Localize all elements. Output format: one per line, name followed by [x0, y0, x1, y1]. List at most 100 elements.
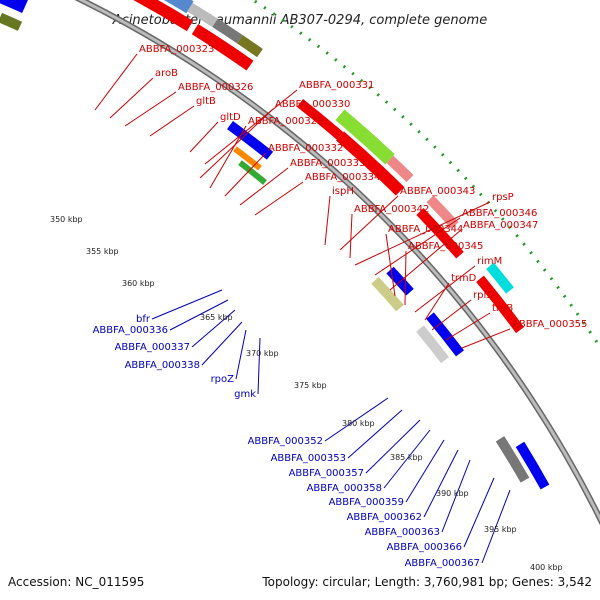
leader-line [151, 289, 223, 320]
cds-reverse [0, 0, 28, 13]
genome-summary-text: Topology: circular; Length: 3,760,981 bp… [261, 575, 592, 589]
gene-label: ispH [332, 186, 354, 197]
leader-line [441, 459, 471, 533]
gene-label: truB [492, 303, 513, 314]
gene-features [0, 0, 550, 490]
cds-reverse [515, 441, 550, 490]
gene-label: gltB [196, 96, 216, 107]
scale-label: 370 kbp [246, 349, 279, 358]
feature-gray-dark [212, 18, 243, 44]
scale-label: 360 kbp [122, 279, 155, 288]
scale-label: 375 kbp [294, 381, 327, 390]
gene-label: ABBFA_000336 [93, 325, 168, 336]
feature-green-inner [238, 160, 267, 185]
leader-line [404, 250, 407, 306]
leader-line [383, 429, 431, 489]
cds-forward [191, 24, 254, 71]
scale-label: 390 kbp [436, 489, 469, 498]
gene-label: ABBFA_000355 [512, 319, 587, 330]
gene-label: rpsP [492, 192, 514, 203]
feature-gray-inner [416, 325, 449, 364]
gene-label: ABBFA_000345 [408, 241, 483, 252]
leader-line [354, 201, 491, 266]
gene-label: ABBFA_000329 [248, 116, 323, 127]
leader-line [481, 489, 511, 564]
leader-line [463, 477, 495, 548]
gene-label: ABBFA_000367 [405, 558, 480, 569]
gene-label: ABBFA_000352 [248, 436, 323, 447]
gene-label: bfr [136, 314, 151, 325]
leader-line [347, 409, 403, 459]
scale-label: 395 kbp [484, 525, 517, 534]
leader-line [169, 299, 229, 331]
leader-line [94, 53, 138, 111]
scale-label: 380 kbp [342, 419, 375, 428]
gene-label: ABBFA_000343 [400, 186, 475, 197]
scale-labels: 350 kbp 355 kbp 360 kbp 365 kbp 370 kbp 375 k… [50, 215, 563, 572]
gene-label: rpoZ [211, 374, 235, 385]
leader-line [204, 89, 298, 165]
cds-forward [133, 0, 194, 32]
feature-blue [163, 0, 194, 14]
leader-line [349, 213, 353, 259]
scale-label: 385 kbp [390, 453, 423, 462]
gene-label: ABBFA_000333 [290, 158, 365, 169]
cds-forward [476, 275, 525, 334]
leader-line [461, 328, 511, 349]
gene-label: ABBFA_000346 [462, 208, 537, 219]
gene-label: ABBFA_000342 [354, 204, 429, 215]
feature-orange [233, 146, 262, 171]
gene-label: rimM [477, 256, 502, 267]
cds-forward [336, 131, 405, 196]
leader-line [324, 397, 389, 442]
leader-line [109, 77, 154, 119]
gene-label: gmk [234, 389, 256, 400]
gene-label: trmD [451, 273, 477, 284]
feature-gray-dark-inner [495, 436, 530, 483]
gene-label: ABBFA_000359 [329, 497, 404, 508]
cds-reverse [227, 121, 274, 160]
leader-line [365, 419, 421, 474]
leader-line [424, 282, 450, 321]
ring-outer [250, 0, 600, 350]
leader-line [431, 299, 472, 331]
leader-line [385, 233, 396, 297]
leader-line [124, 91, 177, 127]
feature-green [335, 109, 395, 165]
leader-line [189, 121, 219, 153]
leader-line [324, 195, 331, 246]
scale-label: 350 kbp [50, 215, 83, 224]
gene-label: ABBFA_000338 [125, 360, 200, 371]
feature-olive-inner [0, 12, 23, 31]
gene-label: rplS [473, 290, 493, 301]
leader-line [257, 337, 261, 395]
cds-reverse [426, 312, 464, 357]
leader-line [239, 167, 289, 206]
leader-line [374, 217, 461, 276]
dotted-rings [250, 0, 600, 350]
leader-line [201, 321, 243, 366]
feature-khaki [371, 276, 404, 312]
leader-line [209, 125, 247, 189]
leader-line [389, 229, 462, 291]
gene-labels: ABBFA_000323aroBABBFA_000326gltBgltDABBF… [93, 44, 588, 569]
gene-label: ABBFA_000358 [307, 483, 382, 494]
gene-label: ABBFA_000344 [388, 224, 463, 235]
scale-label: 355 kbp [86, 247, 119, 256]
gene-label: ABBFA_000330 [275, 99, 350, 110]
leader-line [339, 195, 399, 251]
label-leader-lines [94, 53, 511, 564]
gene-label: gltD [220, 112, 241, 123]
leader-line [224, 152, 267, 197]
gene-label: ABBFA_000337 [115, 342, 190, 353]
scale-label: 365 kbp [200, 313, 233, 322]
leader-line [199, 108, 274, 179]
leader-line [405, 439, 445, 503]
gene-label: ABBFA_000331 [299, 80, 374, 91]
leader-line [445, 312, 491, 341]
gene-label: ABBFA_000366 [387, 542, 462, 553]
gene-label: ABBFA_000363 [365, 527, 440, 538]
